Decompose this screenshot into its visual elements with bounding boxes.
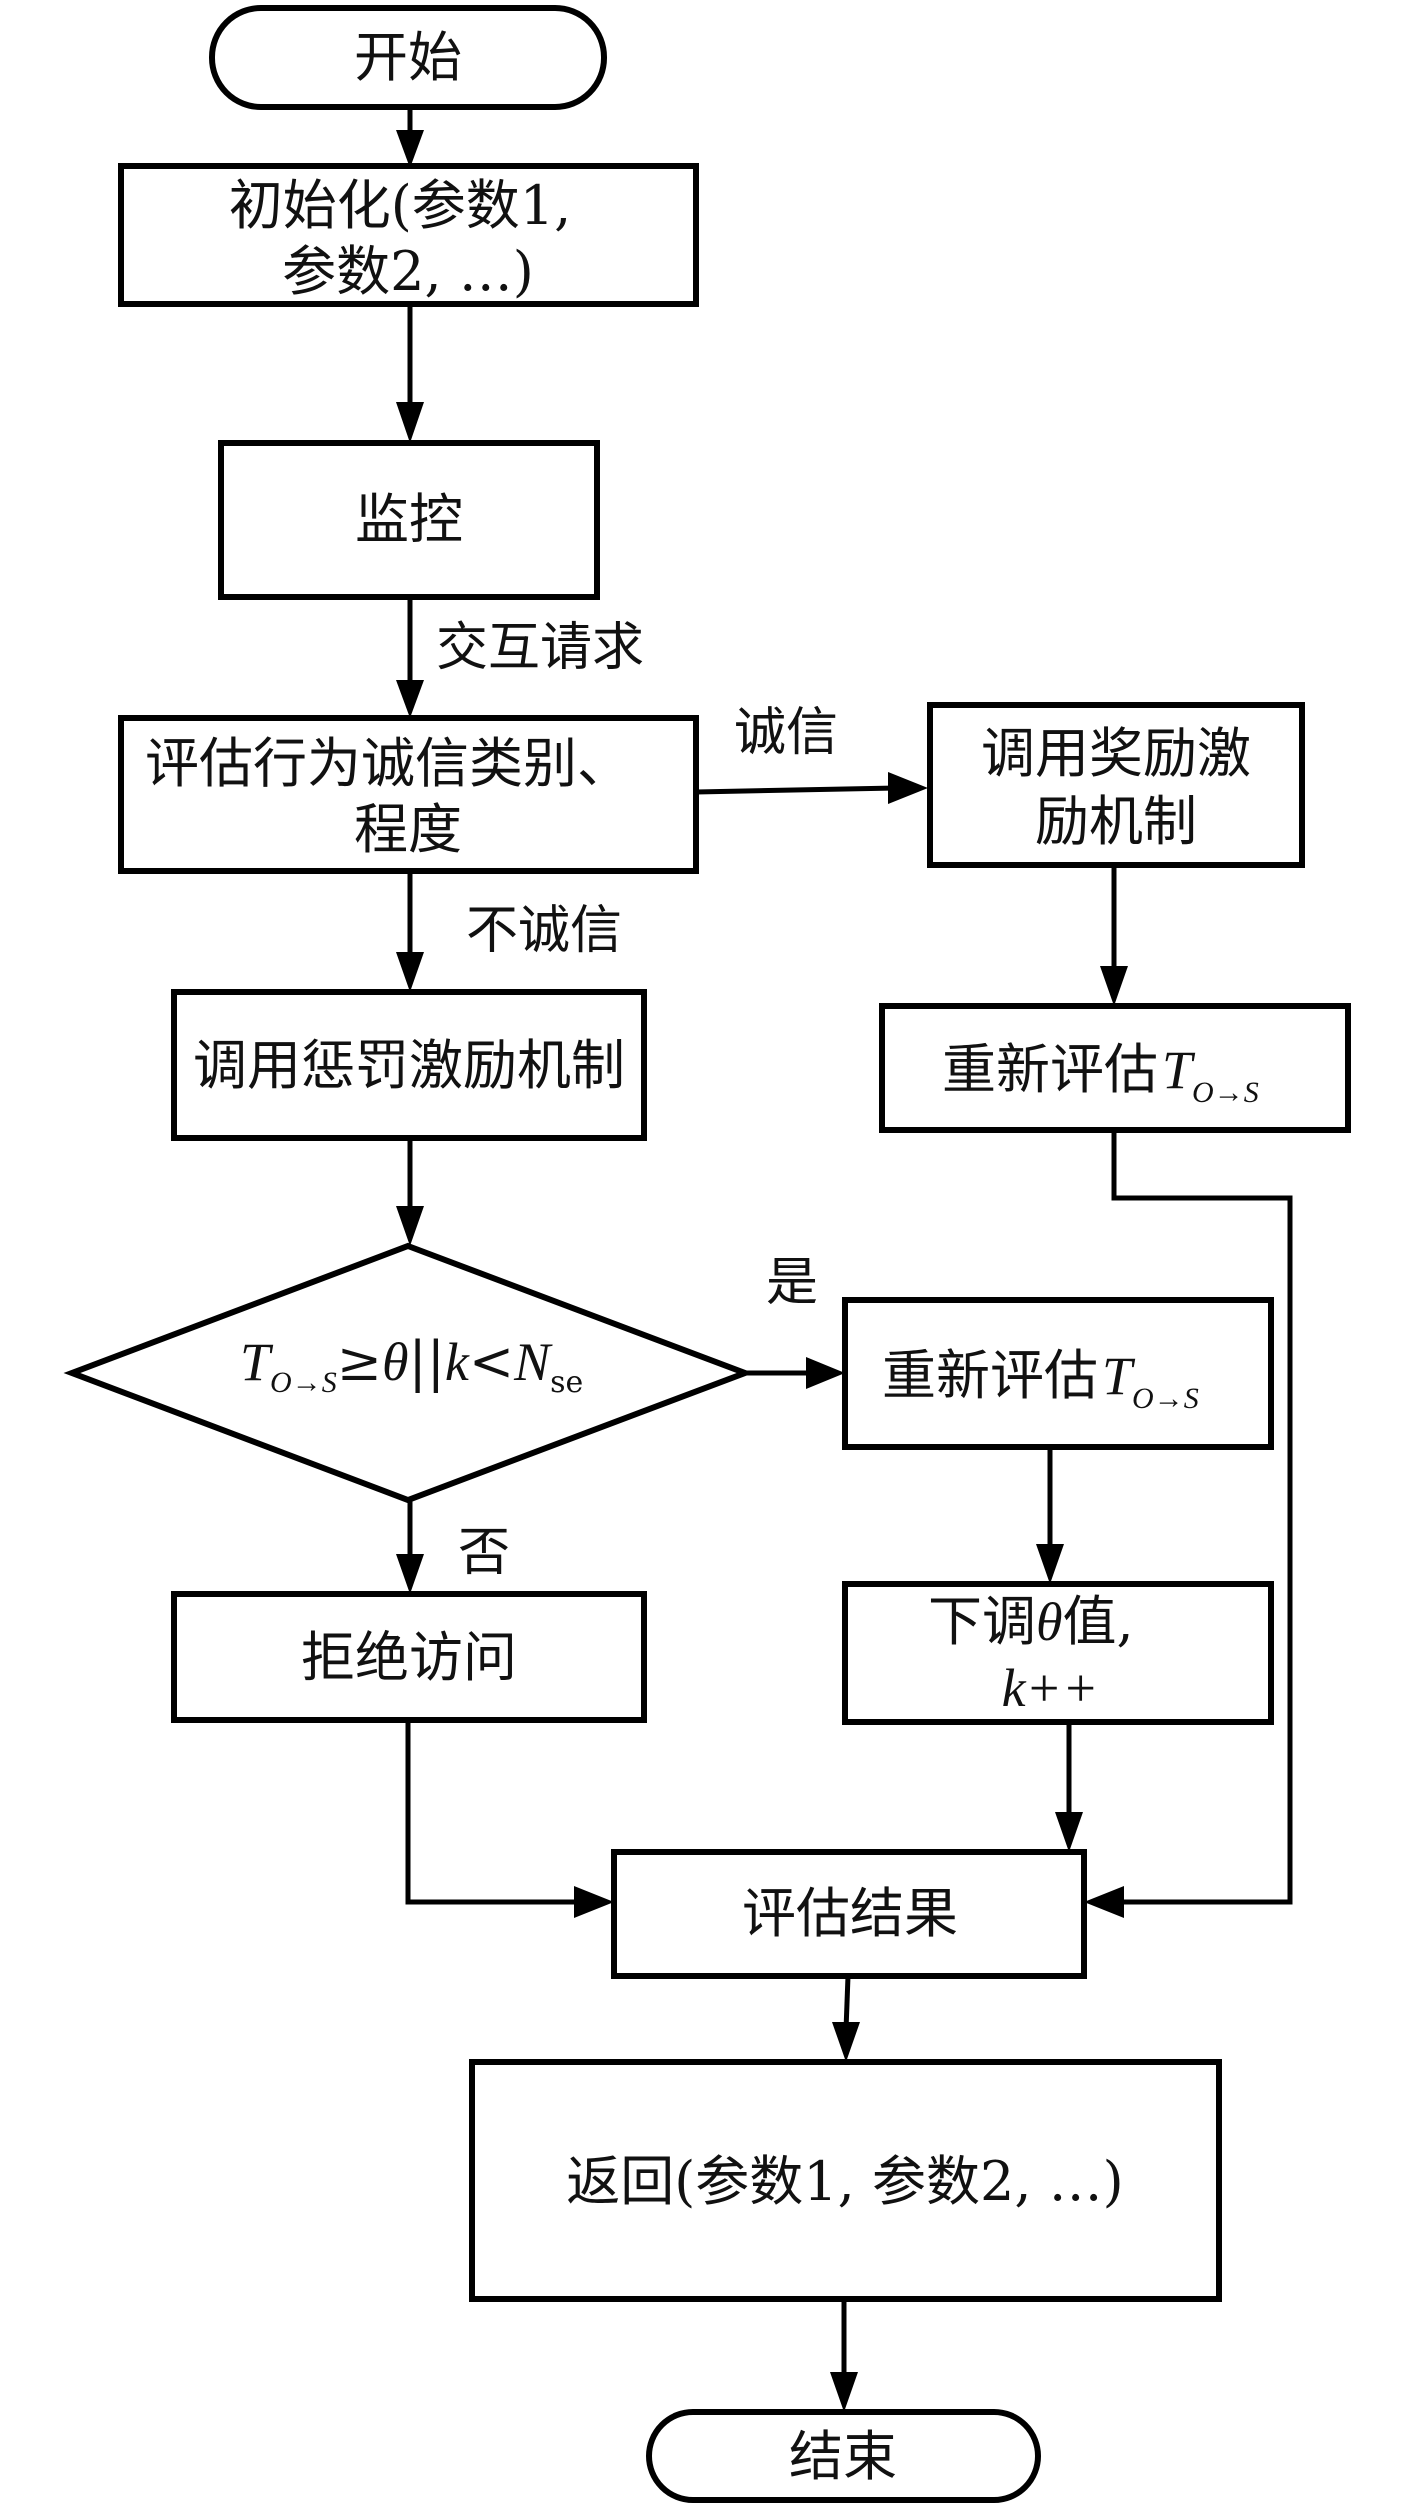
arrowhead-icon	[806, 1357, 845, 1389]
theta-symbol: θ	[382, 1332, 409, 1392]
trust-subscript: O→S	[1192, 1076, 1259, 1109]
process-shape	[469, 2059, 1222, 2302]
connectors	[396, 107, 1293, 2412]
node-start: 开始	[209, 5, 607, 110]
node-init-line1: 初始化(参数1,	[229, 174, 572, 237]
edge-label-honest: 诚信	[734, 703, 838, 763]
trust-subscript: O→S	[1132, 1382, 1199, 1415]
node-result: 评估结果	[611, 1849, 1087, 1979]
arrowhead-icon	[830, 2372, 858, 2412]
process-shape	[118, 163, 699, 307]
process-shape	[927, 702, 1305, 868]
node-reject: 拒绝访问	[171, 1591, 647, 1723]
node-punish: 调用惩罚激励机制	[171, 989, 647, 1141]
node-evaluate: 评估行为诚信类别、 程度	[118, 715, 699, 874]
node-reject-label: 拒绝访问	[301, 1626, 517, 1689]
n-symbol: N	[513, 1332, 553, 1392]
node-evaluate-line1: 评估行为诚信类别、	[145, 732, 631, 795]
node-init-line2: 参数2, …)	[282, 240, 534, 303]
node-monitor-label: 监控	[355, 488, 463, 551]
process-shape	[171, 989, 647, 1141]
arrowhead-icon	[832, 2022, 860, 2062]
process-shape	[879, 1003, 1351, 1133]
lower-suffix: 值,	[1063, 1590, 1134, 1653]
edge-label-dishonest: 不诚信	[466, 901, 622, 961]
node-start-label: 开始	[354, 26, 462, 89]
process-shape	[611, 1849, 1087, 1979]
node-decision-condition: TO→S≥θ||k<Nse	[240, 1330, 583, 1400]
process-shape	[218, 440, 600, 600]
lt-symbol: <	[469, 1330, 514, 1393]
edge-reeval-to-result	[1111, 1130, 1293, 1905]
edge-label-interaction-request: 交互请求	[436, 618, 644, 678]
terminator-shape	[209, 5, 607, 110]
node-reeval-decision: 重新评估TO→S	[842, 1297, 1274, 1450]
arrowhead-icon	[574, 1886, 614, 1918]
arrowhead-icon	[396, 1206, 424, 1246]
or-symbol: ||	[409, 1330, 445, 1393]
node-result-label: 评估结果	[742, 1882, 958, 1945]
node-init: 初始化(参数1, 参数2, …)	[118, 163, 699, 307]
edge-result-to-return	[843, 1975, 851, 2031]
node-return: 返回(参数1, 参数2, …)	[469, 2059, 1222, 2302]
arrowhead-icon	[396, 130, 424, 168]
decision-shape	[63, 1242, 754, 1504]
n-subscript: se	[550, 1365, 583, 1400]
edge-label-yes: 是	[766, 1253, 818, 1313]
process-shape	[118, 715, 699, 874]
theta-symbol: θ	[1036, 1592, 1063, 1652]
arrowhead-icon	[396, 402, 424, 443]
arrowhead-icon	[1055, 1812, 1083, 1852]
node-return-label: 返回(参数1, 参数2, …)	[566, 2150, 1124, 2213]
node-end: 结束	[646, 2409, 1041, 2503]
arrowhead-icon	[396, 1554, 424, 1594]
arrowhead-icon	[1100, 966, 1128, 1006]
node-punish-label: 调用惩罚激励机制	[193, 1034, 625, 1097]
node-evaluate-line2: 程度	[354, 798, 462, 861]
trust-symbol: T	[1102, 1346, 1136, 1406]
arrowhead-icon	[1036, 1544, 1064, 1584]
geq-symbol: ≥	[337, 1330, 382, 1393]
reeval-prefix: 重新评估	[942, 1038, 1158, 1101]
trust-symbol: T	[240, 1332, 274, 1392]
reeval-prefix: 重新评估	[882, 1344, 1098, 1407]
node-reward-line1: 调用奖励激	[981, 722, 1251, 785]
process-shape	[171, 1591, 647, 1723]
node-end-label: 结束	[789, 2425, 897, 2488]
terminator-shape	[646, 2409, 1041, 2503]
arrowhead-icon	[1084, 1886, 1124, 1918]
lower-prefix: 下调	[928, 1590, 1036, 1653]
arrowhead-icon	[396, 952, 424, 992]
node-lower-theta-line2: k++	[1002, 1658, 1099, 1718]
trust-symbol: T	[1162, 1040, 1196, 1100]
node-reward: 调用奖励激 励机制	[927, 702, 1305, 868]
node-lower-theta-line1: 下调θ值,	[928, 1590, 1134, 1653]
arrowhead-icon	[888, 772, 928, 804]
node-reward-line2: 励机制	[1035, 790, 1197, 853]
trust-subscript: O→S	[270, 1366, 337, 1399]
node-reeval-decision-label: 重新评估TO→S	[882, 1344, 1199, 1415]
k-symbol: k	[445, 1332, 470, 1392]
node-reeval-reward: 重新评估TO→S	[879, 1003, 1351, 1133]
node-monitor: 监控	[218, 440, 600, 600]
process-shape	[842, 1297, 1274, 1450]
node-lower-theta: 下调θ值, k++	[842, 1581, 1274, 1725]
node-decision: TO→S≥θ||k<Nse	[63, 1242, 754, 1504]
arrowhead-icon	[396, 680, 424, 718]
process-shape	[842, 1581, 1274, 1725]
edge-reject-to-result	[405, 1720, 580, 1905]
node-reeval-reward-label: 重新评估TO→S	[942, 1038, 1259, 1109]
edge-evaluate-to-reward	[695, 785, 896, 795]
edge-label-no: 否	[458, 1523, 510, 1583]
